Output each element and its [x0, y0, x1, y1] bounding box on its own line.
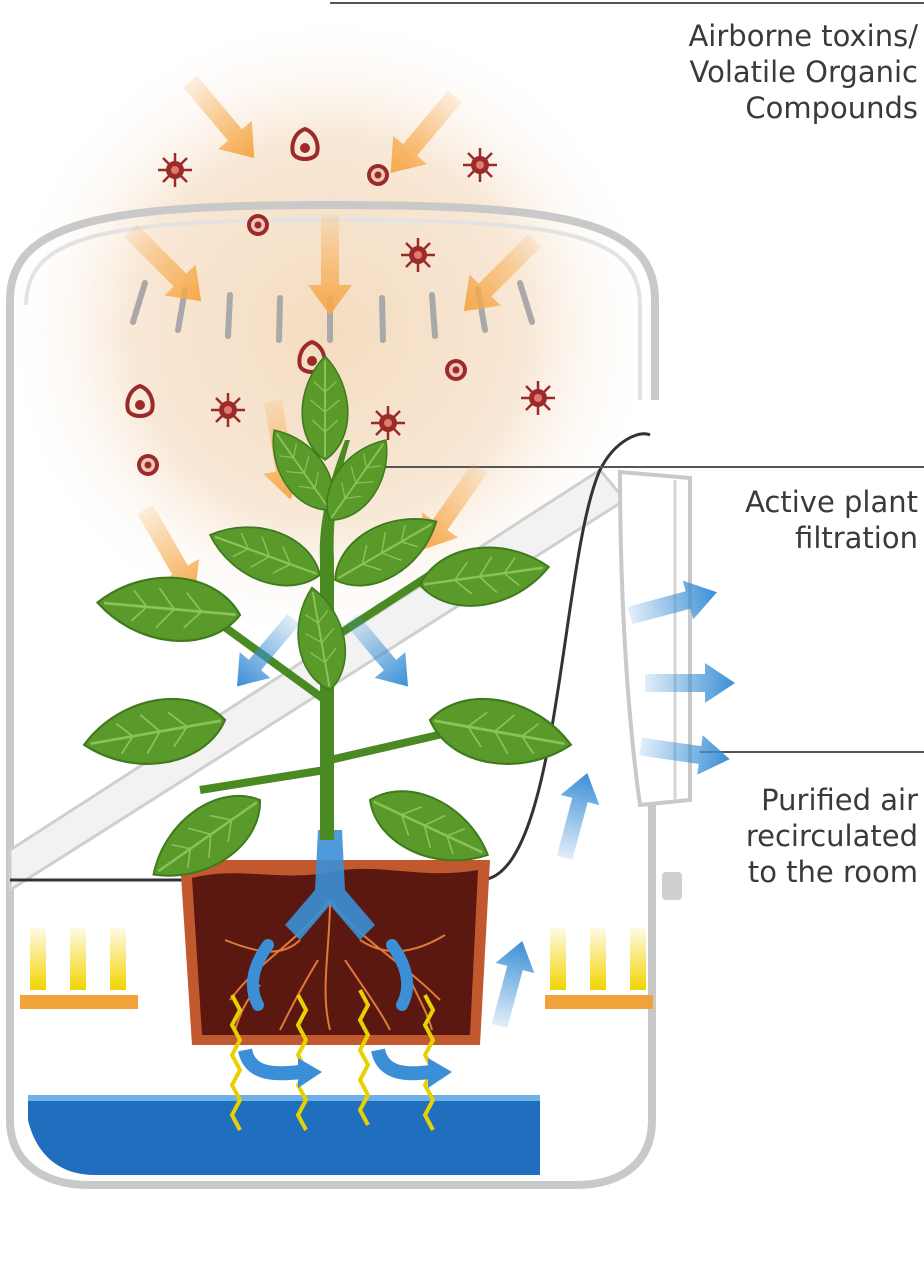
airflow-arrow-bottom-left-head [298, 1058, 322, 1088]
label-line: Active plant [745, 485, 918, 519]
label-line: Purified air [761, 783, 918, 817]
label-line: Airborne toxins/ [688, 19, 918, 53]
root-airflow-right [386, 939, 414, 1011]
chamber-outline [10, 432, 651, 882]
root-airflow [285, 830, 375, 940]
label-airborne-toxins: Airborne toxins/ Volatile Organic Compou… [688, 18, 918, 126]
airflow-arrow-bottom-left [238, 1047, 301, 1081]
label-line: filtration [795, 521, 918, 555]
water-reservoir-icon [28, 1100, 540, 1175]
label-line: to the room [747, 855, 918, 889]
purifier-housing [6, 200, 659, 1189]
outlet-door [617, 469, 692, 808]
label-purified-air: Purified air recirculated to the room [746, 782, 918, 890]
grow-light-icon [20, 928, 653, 1009]
side-button [662, 872, 682, 900]
label-line: Volatile Organic [689, 55, 918, 89]
root-airflow-left [246, 939, 274, 1011]
label-line: recirculated [745, 819, 918, 853]
airflow-arrow-bottom-right [371, 1047, 431, 1081]
label-line: Compounds [745, 91, 918, 125]
label-active-plant-filtration: Active plant filtration [745, 484, 918, 556]
plant-icon [77, 354, 578, 900]
airflow-arrow-bottom-right-head [428, 1058, 452, 1088]
water-surface [28, 1095, 540, 1101]
